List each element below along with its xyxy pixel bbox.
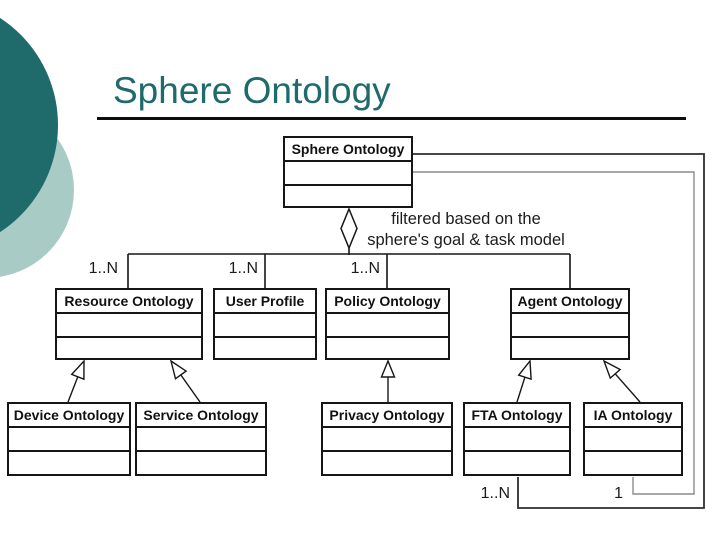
operations-compartment [9, 452, 129, 474]
multiplicity-label-resource: 1..N [88, 260, 118, 277]
generalization-arrow-fta [516, 359, 532, 403]
generalization-arrow-service [169, 359, 201, 403]
generalization-arrow-device [67, 359, 85, 403]
class-title: Privacy Ontology [323, 404, 451, 428]
attributes-compartment [9, 428, 129, 452]
operations-compartment [285, 186, 411, 206]
class-title: Policy Ontology [327, 290, 448, 314]
attributes-compartment [585, 428, 681, 452]
attributes-compartment [57, 314, 201, 338]
class-title: Service Ontology [137, 404, 265, 428]
class-box-fta-ontology: FTA Ontology [463, 402, 571, 476]
association-line-fta [413, 153, 705, 509]
class-box-privacy-ontology: Privacy Ontology [321, 402, 453, 476]
title-underline [97, 117, 686, 120]
multiplicity-label-ia: 1 [614, 485, 623, 502]
attributes-compartment [327, 314, 448, 338]
tree-connector-lines [127, 253, 571, 290]
multiplicity-label-fta: 1..N [480, 485, 510, 502]
attributes-compartment [512, 314, 628, 338]
class-title: Resource Ontology [57, 290, 201, 314]
class-box-ia-ontology: IA Ontology [583, 402, 683, 476]
class-title: IA Ontology [585, 404, 681, 428]
multiplicity-label-policy: 1..N [350, 260, 380, 277]
attributes-compartment [285, 162, 411, 186]
operations-compartment [327, 338, 448, 358]
class-box-policy-ontology: Policy Ontology [325, 288, 450, 360]
multiplicity-label-user-profile: 1..N [228, 260, 258, 277]
operations-compartment [215, 338, 315, 358]
annotation-line-2: sphere's goal & task model [367, 231, 565, 249]
class-title: Sphere Ontology [285, 138, 411, 162]
class-title: FTA Ontology [465, 404, 569, 428]
generalization-arrow-ia [602, 359, 641, 403]
attributes-compartment [215, 314, 315, 338]
aggregation-annotation: filtered based on the sphere's goal & ta… [340, 209, 592, 251]
class-box-sphere-ontology: Sphere Ontology [283, 136, 413, 208]
class-title: Agent Ontology [512, 290, 628, 314]
class-box-service-ontology: Service Ontology [135, 402, 267, 476]
class-title: Device Ontology [9, 404, 129, 428]
operations-compartment [57, 338, 201, 358]
operations-compartment [512, 338, 628, 358]
class-box-user-profile: User Profile [213, 288, 317, 360]
class-box-device-ontology: Device Ontology [7, 402, 131, 476]
association-line-ia [413, 171, 695, 495]
operations-compartment [137, 452, 265, 474]
class-box-resource-ontology: Resource Ontology [55, 288, 203, 360]
class-box-agent-ontology: Agent Ontology [510, 288, 630, 360]
annotation-line-1: filtered based on the [391, 210, 541, 228]
attributes-compartment [137, 428, 265, 452]
operations-compartment [585, 452, 681, 474]
operations-compartment [465, 452, 569, 474]
class-title: User Profile [215, 290, 315, 314]
attributes-compartment [465, 428, 569, 452]
operations-compartment [323, 452, 451, 474]
attributes-compartment [323, 428, 451, 452]
slide-title: Sphere Ontology [113, 70, 391, 111]
generalization-arrow-privacy [380, 359, 396, 402]
